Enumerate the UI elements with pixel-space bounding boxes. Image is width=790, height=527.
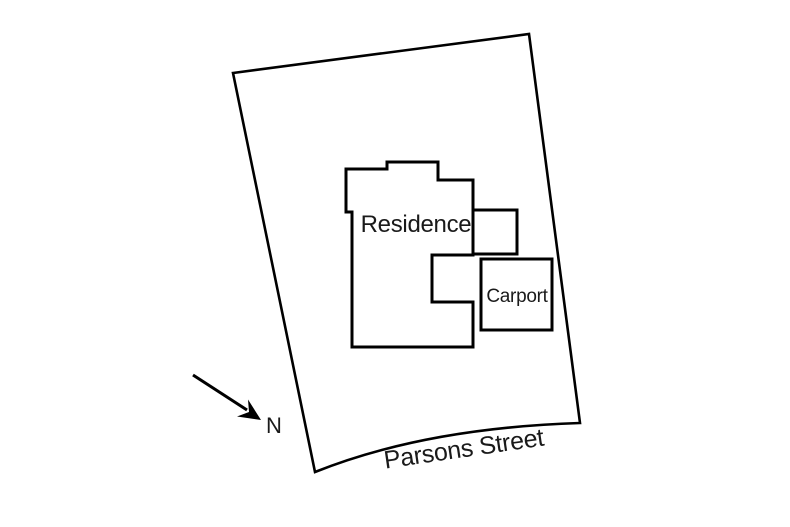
residence-outline [344,160,475,349]
property-boundary [231,32,582,474]
north-arrow-head [237,399,261,420]
north-label: N [266,413,282,438]
residence-annex-outline [471,208,519,256]
north-arrow-shaft [192,373,248,412]
carport-label: Carport [486,286,548,307]
residence-label: Residence [361,211,472,238]
carport-outline [479,257,554,332]
north-arrow-icon [192,373,261,420]
street-label: Parsons Street [382,424,546,475]
